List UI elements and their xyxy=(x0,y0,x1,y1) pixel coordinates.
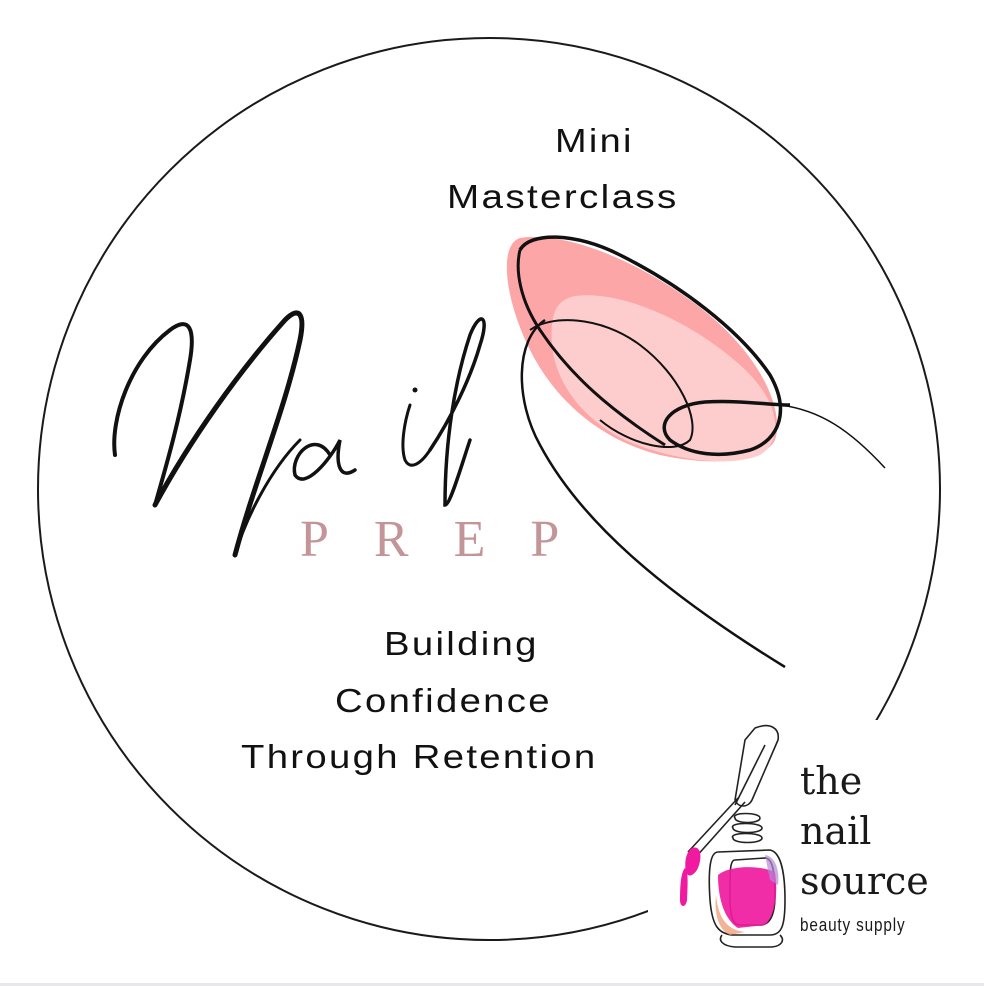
tagline-line-3: Through Retention xyxy=(241,738,598,775)
brand-word-the: the xyxy=(800,759,863,803)
brand-logo-background xyxy=(648,720,948,950)
tagline-line-2: Confidence xyxy=(335,682,552,719)
brand-word-source: source xyxy=(800,859,929,903)
brand-tagline-beauty-supply: beauty supply xyxy=(800,915,906,935)
circle-frame xyxy=(37,37,941,941)
tagline-line-1: Building xyxy=(384,625,539,662)
header-line-masterclass: Masterclass xyxy=(447,178,679,215)
header-line-mini: Mini xyxy=(555,122,634,159)
prep-subtitle: PREP xyxy=(300,511,605,568)
brand-word-nail: nail xyxy=(800,809,872,853)
bottom-strip xyxy=(0,983,984,986)
